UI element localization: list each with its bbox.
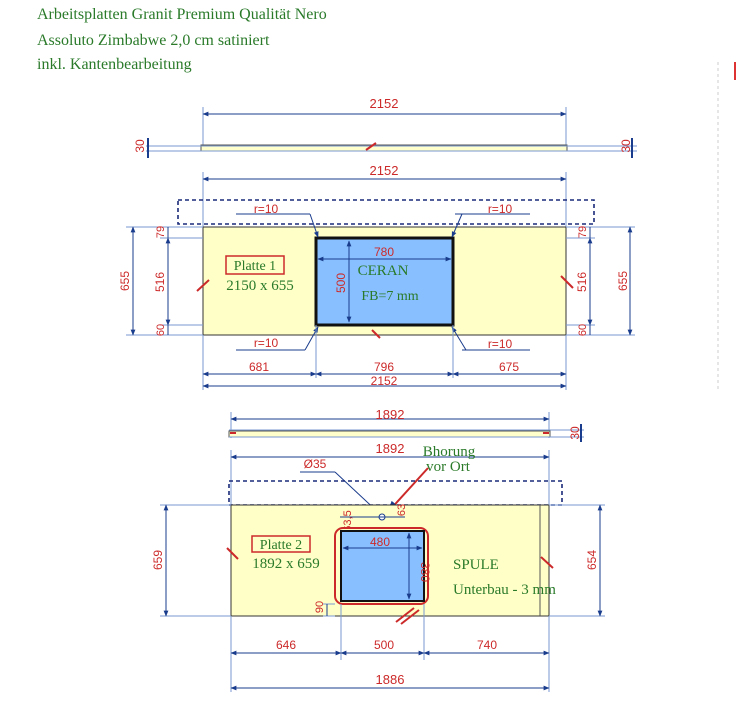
- plate1-radius-bl: r=10: [254, 336, 279, 350]
- plate2-overall-width: 1892: [376, 441, 405, 456]
- plate1-wall-outline: [177, 199, 595, 225]
- plate1-thickness-right: 30: [619, 139, 633, 153]
- plate2-bottom-dims: 646 500 740 1886: [230, 604, 550, 692]
- plate2-sink-note: Unterbau - 3 mm: [453, 582, 556, 598]
- plate1-cutout-labels: 780 500 CERAN FB=7 mm: [317, 240, 452, 323]
- plate2-sink-dims: 480 380 90: [314, 532, 432, 625]
- plate1-depth-dims-left: 655 516 79 60: [118, 226, 210, 336]
- plate1-dim-total: 2152: [371, 374, 398, 388]
- plate2-overall-dim: 1892: [230, 441, 550, 505]
- plate1-depth-dims-right: 655 516 79 60: [560, 226, 635, 336]
- plate1-cutout-depth: 500: [334, 273, 348, 293]
- plate2-dim-left: 646: [276, 638, 296, 652]
- plate1-dim-right: 675: [499, 360, 519, 374]
- plate1-bottom-dims: 681 796 675 2152: [202, 325, 567, 390]
- plate2-sink-width: 480: [370, 535, 390, 549]
- plate1-label-box: Platte 1 2150 x 655: [225, 255, 294, 294]
- plate1-thickness-left: 30: [133, 139, 147, 153]
- plate2-label-box: Platte 2 1892 x 659: [251, 535, 320, 572]
- header-title-line3: inkl. Kantenbearbeitung: [37, 56, 192, 73]
- plate1-depth-bottom-right: 60: [577, 324, 589, 336]
- plate2-dim-total: 1886: [376, 672, 405, 687]
- plate1-depth-mid-right: 516: [575, 272, 589, 292]
- plate1-radius-tr: r=10: [488, 202, 513, 216]
- plate1-depth-mid-left: 516: [153, 272, 167, 292]
- plate1-overall-dim: 2152: [202, 163, 567, 230]
- plate2-hole-labels: Bhorung vor Ort Ø35: [300, 444, 476, 516]
- plate2-size: 1892 x 659: [252, 556, 320, 572]
- plate1-label: Platte 1: [234, 259, 276, 274]
- plate1-cutout-width: 780: [374, 245, 394, 259]
- plate1-depth-bottom-left: 60: [155, 324, 167, 336]
- plate1-front-mark: [371, 329, 381, 339]
- plate2-hole-offset-b: 63: [396, 504, 408, 516]
- header-title-line2: Assoluto Zimbabwe 2,0 cm satiniert: [37, 32, 270, 49]
- plate2-hole-label: Bhorung: [423, 444, 476, 460]
- plate1-top-view: 2152 30 30: [133, 96, 637, 158]
- plate2-wall-outline: [228, 480, 563, 506]
- plate2-sink-label: SPULE: [453, 557, 499, 573]
- header-title-line1: Arbeitsplatten Granit Premium Qualität N…: [37, 6, 327, 23]
- plate1-depth-total-left: 655: [118, 271, 132, 291]
- plate1-depth-total-right: 655: [616, 271, 630, 291]
- plate2-thickness: 30: [568, 426, 582, 440]
- plate1-radius-labels: r=10 r=10 r=10 r=10: [236, 202, 530, 351]
- plate2-sink-labels: SPULE Unterbau - 3 mm: [453, 557, 556, 598]
- plate1-radius-br: r=10: [488, 337, 513, 351]
- plate2-depth-left: 659: [151, 550, 165, 570]
- plate1-dim-mid: 796: [374, 360, 394, 374]
- plate1-overall-width: 2152: [370, 163, 399, 178]
- plate2-hole-diameter: Ø35: [304, 457, 327, 471]
- plate2-depth-right: 654: [585, 550, 599, 570]
- plate2-depth-dims: 659 654: [151, 504, 605, 617]
- plate2-sink-bottom-gap: 90: [314, 601, 326, 613]
- plate1-radius-tl: r=10: [254, 202, 279, 216]
- plate2-label: Platte 2: [260, 538, 302, 553]
- plate2-sink-depth: 380: [418, 562, 432, 582]
- plate2-dim-right: 740: [477, 638, 497, 652]
- plate1-size: 2150 x 655: [226, 278, 294, 294]
- plate2-top-view: 1892 30: [228, 407, 584, 442]
- plate1-cutout-note: FB=7 mm: [361, 289, 418, 304]
- plate2-hole-label2: vor Ort: [426, 459, 471, 475]
- plate1-dim-left: 681: [249, 360, 269, 374]
- plate2-dim-mid: 500: [374, 638, 394, 652]
- plate1-top-width: 2152: [370, 96, 399, 111]
- plate2-hole-offset-a: 63,5: [342, 510, 354, 531]
- plate1-depth-top-right: 79: [577, 226, 589, 238]
- plate2-top-width: 1892: [376, 407, 405, 422]
- plate1-cutout: [314, 236, 455, 327]
- plate1-depth-top-left: 79: [155, 226, 167, 238]
- plate1-cutout-label: CERAN: [358, 263, 409, 279]
